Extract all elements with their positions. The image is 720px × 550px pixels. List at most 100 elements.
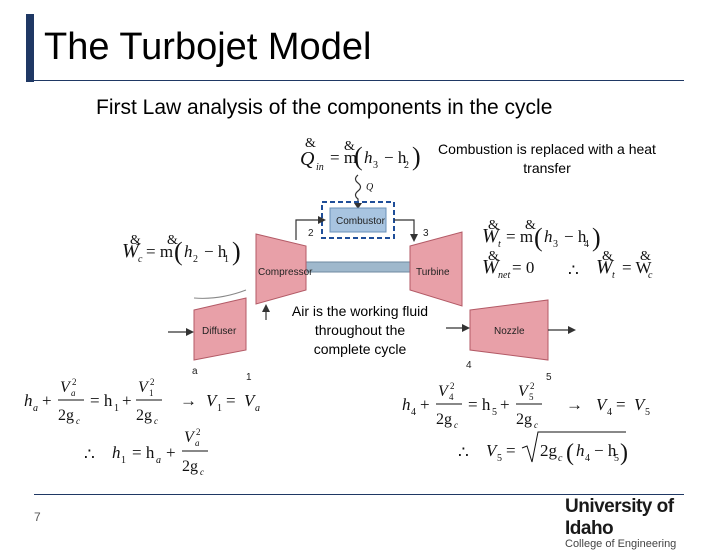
slide-number: 7 (34, 510, 41, 524)
svg-text:&: & (602, 249, 613, 264)
svg-text:Turbine: Turbine (416, 267, 450, 278)
svg-text:2g: 2g (58, 407, 74, 424)
svg-text:+: + (420, 395, 430, 414)
slide-title: The Turbojet Model (44, 26, 372, 68)
svg-text:a: a (33, 403, 38, 414)
svg-text:− h: − h (384, 148, 407, 167)
nozzle: Nozzle 4 5 (446, 299, 576, 383)
svg-text:h: h (576, 441, 585, 460)
svg-text:= h: = h (468, 395, 491, 414)
svg-text:4: 4 (466, 360, 472, 371)
svg-text:4: 4 (584, 239, 589, 250)
air-working-fluid-note: Air is the working fluid throughout the … (291, 303, 429, 357)
svg-text:W: W (482, 225, 501, 247)
svg-text:&: & (488, 218, 499, 233)
svg-text:= W: = W (622, 258, 653, 277)
svg-text:h: h (112, 443, 121, 462)
svg-text:W: W (122, 240, 141, 262)
svg-text:W: W (596, 256, 615, 278)
svg-text:(: ( (354, 142, 363, 171)
svg-text:W: W (482, 256, 501, 278)
svg-text:4: 4 (585, 453, 590, 464)
university-logo: University of Idaho College of Engineeri… (565, 496, 715, 550)
svg-text:a: a (156, 455, 161, 466)
svg-text:&: & (130, 233, 141, 248)
svg-text:a: a (71, 388, 76, 398)
svg-text:Q: Q (366, 182, 374, 193)
svg-text:V: V (486, 441, 499, 460)
svg-text:V: V (138, 379, 150, 396)
svg-text:+: + (500, 395, 510, 414)
svg-text:): ) (412, 142, 421, 171)
svg-text:(: ( (174, 237, 183, 266)
svg-text:&: & (525, 218, 536, 233)
svg-text:3: 3 (553, 239, 558, 250)
svg-text:1: 1 (121, 455, 126, 466)
net-work-equation: W net & = 0 ∴ W t & = W c & (482, 249, 653, 281)
heat-in-equation: Q in & = m & ( h 3 − h 2 ) (300, 136, 421, 173)
svg-text:1: 1 (246, 372, 252, 383)
title-divider (34, 80, 684, 81)
svg-text:5: 5 (497, 453, 502, 464)
svg-text:= m: = m (330, 148, 357, 167)
svg-text:1: 1 (224, 254, 229, 265)
svg-text:V: V (634, 395, 647, 414)
svg-text:∴: ∴ (458, 443, 469, 462)
svg-text:5: 5 (546, 372, 552, 383)
slide-subtitle: First Law analysis of the components in … (96, 96, 553, 119)
svg-text:c: c (454, 420, 458, 430)
svg-text:+: + (166, 443, 176, 462)
svg-text:2: 2 (150, 377, 155, 387)
svg-text:→: → (180, 391, 197, 410)
svg-text:&: & (305, 136, 316, 151)
svg-text:Nozzle: Nozzle (494, 326, 525, 337)
svg-text:a: a (192, 366, 198, 377)
svg-text:V: V (244, 391, 257, 410)
svg-text:+: + (122, 391, 132, 410)
svg-text:2: 2 (404, 160, 409, 171)
combustor: Combustor (321, 201, 395, 239)
svg-text:= h: = h (132, 443, 155, 462)
svg-text:2: 2 (193, 254, 198, 265)
compressor-work-equation: W c & = m & ( h 2 − h 1 ) (122, 233, 241, 266)
svg-text:Combustor: Combustor (336, 216, 386, 227)
svg-text:c: c (200, 467, 204, 477)
svg-text:2g: 2g (182, 458, 198, 475)
logo-main-text: University of Idaho (565, 496, 674, 539)
svg-text:2g: 2g (540, 441, 558, 460)
nozzle-energy-equation: h 4 + V 4 2 2g c = h 5 + V 5 2 2g c → V … (402, 381, 650, 466)
svg-text:): ) (620, 440, 628, 466)
svg-text:a: a (255, 403, 260, 414)
svg-text:a: a (195, 438, 200, 448)
svg-text:=: = (616, 395, 626, 414)
svg-text:2g: 2g (516, 411, 532, 428)
svg-text:1: 1 (149, 388, 154, 398)
svg-text:h: h (364, 148, 373, 167)
svg-text:c: c (154, 416, 158, 426)
svg-text:h: h (544, 227, 553, 246)
svg-text:→: → (566, 395, 583, 414)
svg-text:4: 4 (411, 407, 416, 418)
compressor: Compressor (255, 233, 313, 305)
svg-text:− h: − h (564, 227, 587, 246)
svg-text:V: V (518, 383, 530, 400)
svg-text:V: V (438, 383, 450, 400)
svg-text:in: in (316, 162, 324, 173)
svg-text:h: h (402, 395, 411, 414)
svg-text:Compressor: Compressor (258, 267, 313, 278)
svg-text:(: ( (566, 440, 574, 466)
svg-text:V: V (60, 379, 72, 396)
diffuser-energy-equation: h a + V a 2 2g c = h 1 + V 1 2 2g c → V … (24, 377, 260, 477)
svg-text:&: & (167, 233, 178, 248)
svg-text:c: c (648, 270, 653, 281)
svg-text:2g: 2g (436, 411, 452, 428)
diffuser: Diffuser a 1 (168, 289, 252, 383)
svg-text:V: V (184, 429, 196, 446)
svg-text:&: & (344, 139, 355, 154)
footer-divider (34, 494, 684, 495)
svg-text:c: c (138, 254, 143, 265)
svg-text:c: c (558, 453, 563, 464)
svg-text:5: 5 (529, 392, 534, 402)
title-accent-bar (26, 14, 34, 82)
svg-text:2: 2 (530, 381, 535, 391)
